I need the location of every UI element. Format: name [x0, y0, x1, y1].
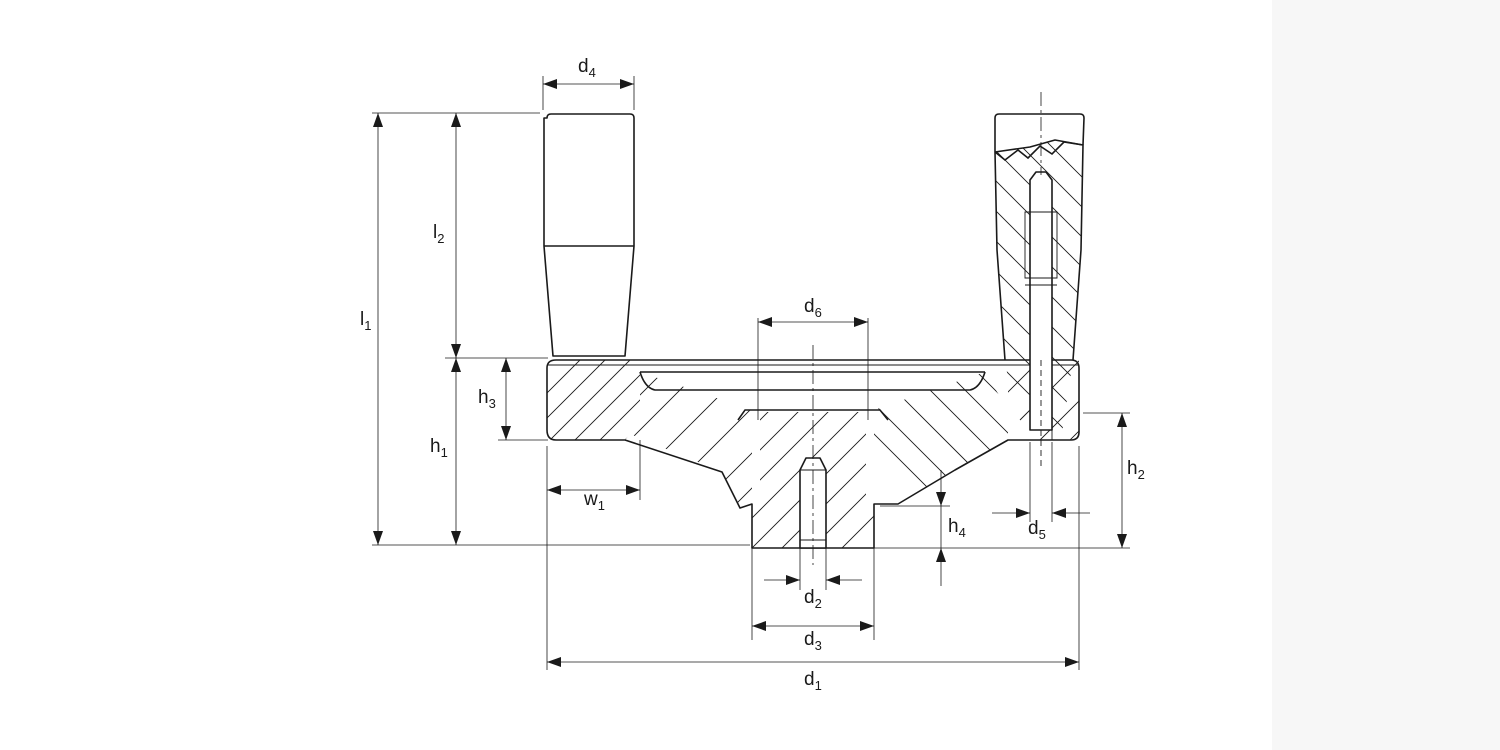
left-handle-grip	[543, 113, 635, 357]
label-h4: h4	[948, 516, 966, 540]
label-w1: w1	[583, 489, 605, 513]
center-lines	[812, 92, 1042, 565]
label-d2: d2	[804, 587, 822, 611]
dimension-labels: d1 d3 d2 d6 d4 d5 w1 l1 l2 h1 h3 h2 h4	[360, 56, 1145, 693]
label-l1: l1	[360, 309, 371, 333]
label-h2: h2	[1127, 458, 1145, 482]
dimension-lines	[373, 79, 1127, 667]
label-h1: h1	[430, 436, 448, 460]
label-d3: d3	[804, 629, 822, 653]
label-d6: d6	[804, 296, 822, 320]
label-d1: d1	[804, 669, 822, 693]
label-l2: l2	[433, 222, 444, 246]
right-handle	[994, 113, 1085, 470]
background-strip	[1272, 0, 1500, 750]
label-d4: d4	[578, 56, 596, 80]
left-handle	[543, 113, 635, 357]
label-d5: d5	[1028, 518, 1046, 542]
label-h3: h3	[478, 387, 496, 411]
